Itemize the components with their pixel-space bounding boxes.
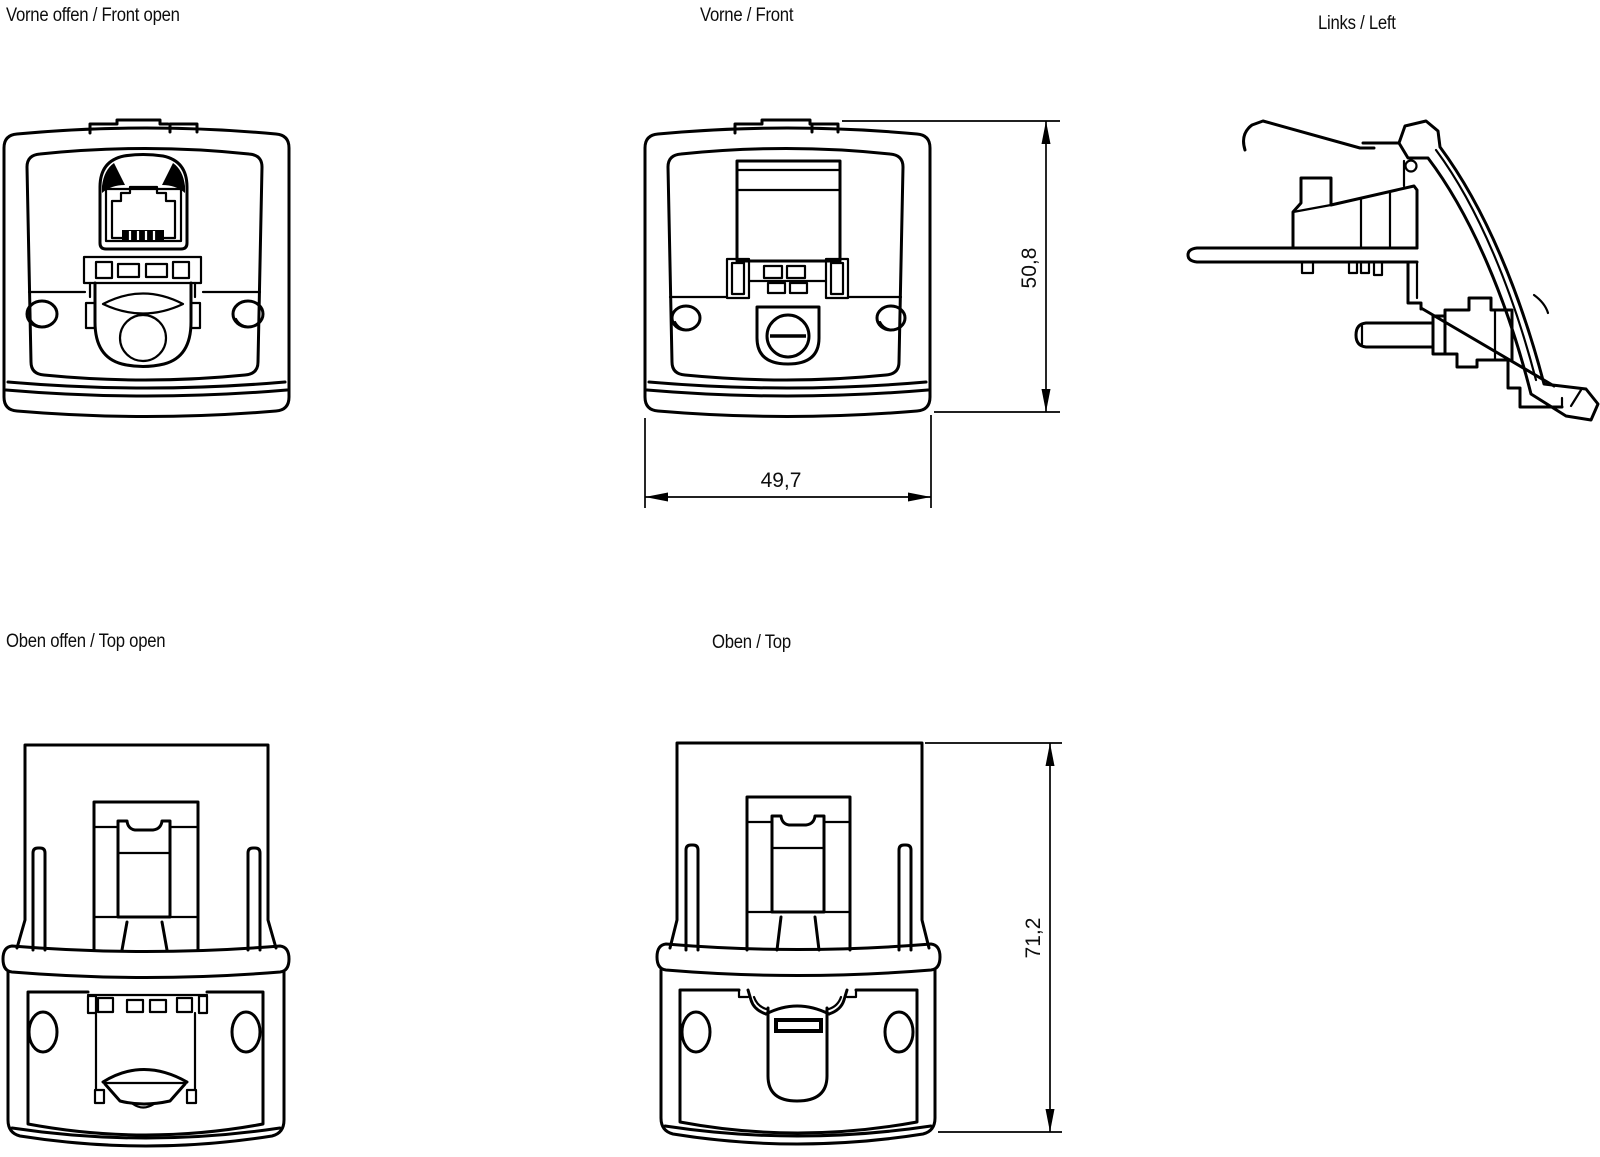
left-view xyxy=(1186,119,1600,422)
screw-lock xyxy=(755,305,821,366)
front-open-view xyxy=(2,118,291,418)
front-body-top-open xyxy=(6,970,286,1148)
view-label-top: Oben / Top xyxy=(712,632,791,653)
mounting-holes-front xyxy=(670,304,907,332)
flange-top-open xyxy=(1,944,291,979)
top-view: 71,2 xyxy=(655,741,1062,1146)
latch-closed xyxy=(725,257,850,300)
housing-front xyxy=(643,118,932,418)
side-profile xyxy=(1186,119,1600,422)
view-label-front-open: Vorne offen / Front open xyxy=(6,5,180,26)
view-label-front: Vorne / Front xyxy=(700,5,794,26)
flange-top xyxy=(655,942,942,977)
jack-door-closed xyxy=(735,159,842,263)
mounting-holes-top xyxy=(680,1010,915,1054)
rear-body-top xyxy=(668,741,931,952)
jack-module-top-open xyxy=(92,800,200,952)
view-label-left: Links / Left xyxy=(1318,13,1396,34)
dimension-height: 50,8 xyxy=(842,120,1060,413)
rear-body-open xyxy=(15,743,278,952)
rj45-jack-open xyxy=(98,153,189,251)
latch-open xyxy=(84,281,202,368)
dust-flap-top xyxy=(737,988,858,1103)
front-view: 50,8 49,7 xyxy=(643,118,1060,508)
view-label-top-open: Oben offen / Top open xyxy=(6,631,166,652)
dimension-depth: 71,2 xyxy=(925,742,1062,1133)
top-open-view xyxy=(1,743,291,1148)
mounting-holes-front-open xyxy=(25,299,265,329)
jack-module-top xyxy=(745,795,852,952)
front-body-top xyxy=(659,968,937,1146)
dim-width-value: 49,7 xyxy=(761,469,802,492)
dim-depth-value: 71,2 xyxy=(1022,918,1045,959)
latch-top-open xyxy=(86,993,209,1109)
terminal-row-open xyxy=(82,255,203,299)
mounting-holes-top-open xyxy=(27,1010,262,1054)
dim-height-value: 50,8 xyxy=(1018,248,1041,289)
housing-front-open xyxy=(2,118,291,418)
dimension-width: 49,7 xyxy=(644,415,932,508)
